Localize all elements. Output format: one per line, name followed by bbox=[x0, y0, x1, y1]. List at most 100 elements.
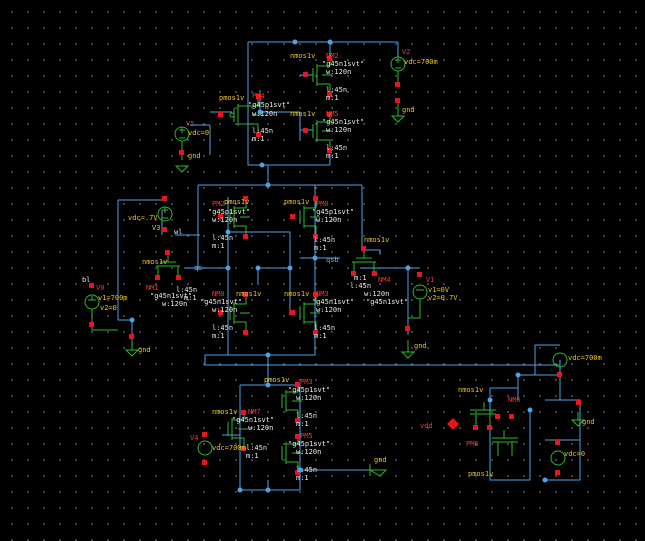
pm4-l: l:45n bbox=[252, 127, 273, 135]
nm7-transistor[interactable] bbox=[227, 410, 248, 451]
nm3-w: w:120n bbox=[316, 306, 341, 314]
v1-v1: v1=0V bbox=[428, 286, 450, 294]
v5-gnd: gnd bbox=[188, 152, 201, 160]
nm6-transistor[interactable] bbox=[492, 414, 518, 456]
v5-value: vdc=0 bbox=[188, 129, 209, 137]
nm3-l: l:45n bbox=[314, 324, 335, 332]
nm3-name: NM3 bbox=[316, 290, 329, 298]
net-qb: qsb bbox=[326, 256, 339, 264]
nm7-l: l:45n bbox=[246, 444, 267, 452]
nm7-cell: nmos1v bbox=[212, 408, 237, 416]
pm2-l: l:45n bbox=[212, 234, 233, 242]
vsrc-right-bottom[interactable] bbox=[550, 440, 566, 475]
v2-name: V2 bbox=[402, 48, 410, 56]
v0-source[interactable] bbox=[84, 283, 140, 357]
nm4-m: m:1 bbox=[354, 274, 367, 282]
vdd-pin[interactable] bbox=[447, 418, 459, 430]
pm3-w: w:120n bbox=[296, 394, 321, 402]
sram-core: pmos1v PM2 "g45p1svt" w:120n l:45n m:1 p… bbox=[117, 165, 560, 375]
nm5-m: m:1 bbox=[326, 152, 339, 160]
nm2-w: w:120n bbox=[326, 68, 351, 76]
nm2-model: "g45n1svt" bbox=[322, 60, 364, 68]
v4-source[interactable] bbox=[197, 432, 388, 477]
v1-v2: v2=0.7V bbox=[428, 294, 458, 302]
nm2-m: m:1 bbox=[326, 94, 339, 102]
pm4-w: w:120n bbox=[252, 110, 277, 118]
net-wl: wl bbox=[174, 228, 182, 236]
top-block: pmos1v PM4 "g45p1svt" w:120n l:45n m:1 n… bbox=[174, 39, 438, 173]
net-q: qs bbox=[194, 264, 202, 272]
right-block: nmos1v pmos1v PM6 NM6 vdd vdc=700m gnd v… bbox=[420, 344, 602, 483]
nm1-transistor[interactable] bbox=[155, 250, 181, 280]
nm2-transistor[interactable] bbox=[303, 56, 332, 97]
pm4-model: "g45p1svt" bbox=[248, 101, 290, 109]
nm5-model: "g45n1svt" bbox=[322, 118, 364, 126]
pm4-transistor[interactable] bbox=[218, 94, 262, 137]
nm5-w: w:120n bbox=[326, 126, 351, 134]
pm3-m: m:1 bbox=[296, 420, 309, 428]
v1-gnd: gnd bbox=[414, 342, 427, 350]
pm5-transistor[interactable] bbox=[281, 434, 302, 475]
nm4-transistor[interactable] bbox=[351, 246, 377, 276]
nm2-cell: nmos1v bbox=[290, 52, 315, 60]
nm2-name: NM2 bbox=[326, 52, 339, 60]
vdd-pin-label: vdd bbox=[420, 422, 433, 430]
v4-value: vdc=700m bbox=[212, 444, 246, 452]
pm2-m: m:1 bbox=[212, 242, 225, 250]
pm2-transistor[interactable] bbox=[218, 196, 250, 239]
nm3-cell: nmos1v bbox=[284, 290, 309, 298]
pm0-transistor[interactable] bbox=[290, 196, 320, 239]
pm0-m: m:1 bbox=[314, 244, 327, 252]
v4-gnd: gnd bbox=[374, 456, 387, 464]
pm0-cell: pmos1v bbox=[284, 198, 309, 206]
right-pm-name: PM6 bbox=[466, 440, 479, 448]
nm1-cell: nmos1v bbox=[142, 258, 167, 266]
pm2-cell: pmos1v bbox=[224, 198, 249, 206]
v3-source[interactable] bbox=[157, 196, 173, 232]
nm1-m: m:1 bbox=[184, 294, 197, 302]
nm4-l: l:45n bbox=[350, 282, 371, 290]
v0-gnd: gnd bbox=[138, 346, 151, 354]
nm0-model: "g45n1svt" bbox=[200, 298, 242, 306]
pm2-name: PM2 bbox=[212, 200, 225, 208]
v5-source[interactable] bbox=[174, 126, 190, 173]
nm3-model: "g45n1svt" bbox=[312, 298, 354, 306]
pm0-l: l:45n bbox=[314, 236, 335, 244]
nm0-name: NM0 bbox=[212, 290, 225, 298]
nm5-transistor[interactable] bbox=[303, 112, 332, 153]
right-nm-name: NM6 bbox=[508, 396, 521, 404]
pm3-l: l:45n bbox=[296, 412, 317, 420]
nm5-l: l:45n bbox=[326, 144, 347, 152]
nm0-transistor[interactable] bbox=[218, 292, 250, 335]
v0-v2: v2=0 bbox=[100, 304, 117, 312]
pm3-cell: pmos1v bbox=[264, 376, 289, 384]
vsrc-right-top[interactable] bbox=[552, 352, 586, 427]
v2-value: vdc=700m bbox=[404, 58, 438, 66]
pm2-w: w:120n bbox=[212, 216, 237, 224]
pm5-l: l:45n bbox=[296, 466, 317, 474]
pm5-name: PM5 bbox=[300, 432, 313, 440]
pm3-model: "g45p1svt" bbox=[288, 386, 330, 394]
right-nmos-cell: nmos1v bbox=[458, 386, 483, 394]
nm2-l: l:45n bbox=[326, 86, 347, 94]
pm3-transistor[interactable] bbox=[281, 382, 302, 423]
v3-value: vdc=.7V bbox=[128, 214, 158, 222]
nm7-m: m:1 bbox=[246, 452, 259, 460]
vsrc-right-bottom-value: vdc=0 bbox=[564, 450, 585, 458]
nm4-cell: nmos1v bbox=[364, 236, 389, 244]
nm3-transistor[interactable] bbox=[290, 292, 320, 335]
nm1-l: l:45n bbox=[176, 286, 197, 294]
vsrc-right-top-gnd: gnd bbox=[582, 418, 595, 426]
v4-name: V4 bbox=[190, 434, 198, 442]
v1-source[interactable] bbox=[400, 272, 428, 359]
v1-name: V1 bbox=[426, 276, 434, 284]
pm6-transistor[interactable] bbox=[470, 402, 496, 430]
pm0-name: PM0 bbox=[316, 200, 329, 208]
nm7-name: NM7 bbox=[248, 408, 261, 416]
pm3-name: PM3 bbox=[300, 378, 313, 386]
nm1-w: w:120n bbox=[162, 300, 187, 308]
v3-name: V3 bbox=[152, 224, 160, 232]
v2-source[interactable] bbox=[390, 56, 406, 123]
